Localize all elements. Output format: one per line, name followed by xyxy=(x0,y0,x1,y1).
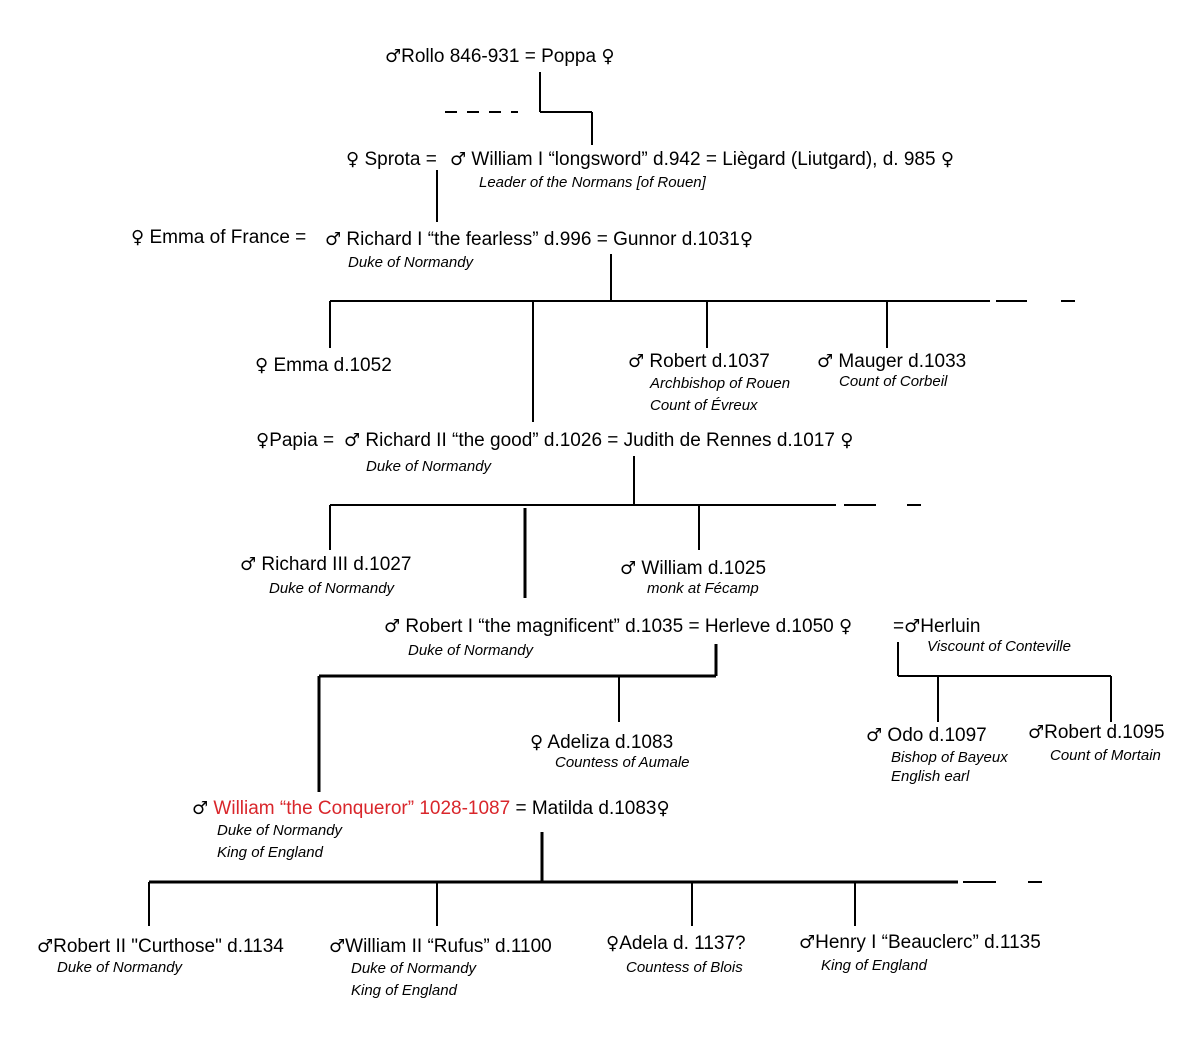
rollo-label: Rollo 846-931 = Poppa xyxy=(401,46,597,67)
robert-title-1: Archbishop of Rouen xyxy=(650,375,791,392)
rufus-title-2: King of England xyxy=(351,982,457,999)
dashed-continuations xyxy=(445,111,1075,883)
conqueror-title-2: King of England xyxy=(217,844,323,861)
female-symbol-icon: ♀ xyxy=(838,616,853,637)
robert-mortain-label: Robert d.1095 xyxy=(1044,722,1165,743)
male-symbol-icon: ♂ xyxy=(384,616,401,637)
node-papia: ♀Papia = xyxy=(256,431,334,450)
rufus-title-1: Duke of Normandy xyxy=(351,960,477,977)
emma-of-france-label: Emma of France = xyxy=(149,227,307,248)
rufus-label: William II “Rufus” d.1100 xyxy=(345,936,552,957)
adeliza-title: Countess of Aumale xyxy=(555,754,690,771)
sprota-label: Sprota = xyxy=(364,149,437,170)
male-symbol-icon: ♂ xyxy=(192,798,209,819)
female-symbol-icon: ♀ xyxy=(940,149,955,170)
node-emma: ♀ Emma d.1052 xyxy=(255,356,392,375)
node-william-monk: ♂ William d.1025 xyxy=(620,559,766,578)
male-symbol-icon: ♂ xyxy=(904,616,921,637)
node-robert1: ♂ Robert I “the magnificent” d.1035 = He… xyxy=(384,617,852,636)
node-mauger: ♂ Mauger d.1033 xyxy=(817,352,966,371)
male-symbol-icon: ♂ xyxy=(866,725,883,746)
william1-title: Leader of the Normans [of Rouen] xyxy=(479,174,706,191)
richard3-label: Richard III d.1027 xyxy=(261,554,412,575)
female-symbol-icon: ♀ xyxy=(656,798,670,819)
robert-title-2: Count of Évreux xyxy=(650,397,758,414)
male-symbol-icon: ♂ xyxy=(450,149,467,170)
female-symbol-icon: ♀ xyxy=(840,430,854,451)
female-symbol-icon: ♀ xyxy=(601,46,615,67)
henry-title: King of England xyxy=(821,957,927,974)
node-odo: ♂ Odo d.1097 xyxy=(866,726,987,745)
node-william1: ♂ William I “longsword” d.942 = Liègard … xyxy=(450,150,954,169)
henry-label: Henry I “Beauclerc” d.1135 xyxy=(815,932,1041,953)
female-symbol-icon: ♀ xyxy=(606,933,620,954)
male-symbol-icon: ♂ xyxy=(385,46,402,67)
male-symbol-icon: ♂ xyxy=(344,430,361,451)
node-robert2: ♂Robert II "Curthose" d.1134 xyxy=(37,937,284,956)
adela-title: Countess of Blois xyxy=(626,959,743,976)
mauger-title: Count of Corbeil xyxy=(839,373,948,390)
node-william-the-conqueror: ♂ William “the Conqueror” 1028-1087 = Ma… xyxy=(192,799,670,818)
male-symbol-icon: ♂ xyxy=(325,229,342,250)
adeliza-label: Adeliza d.1083 xyxy=(547,732,674,753)
direct-line-of-descent xyxy=(149,508,958,884)
robert-label: Robert d.1037 xyxy=(649,351,770,372)
node-adeliza: ♀ Adeliza d.1083 xyxy=(530,733,673,752)
herluin-title: Viscount of Conteville xyxy=(927,638,1071,655)
node-henry1: ♂Henry I “Beauclerc” d.1135 xyxy=(799,933,1041,952)
robert2-label: Robert II "Curthose" d.1134 xyxy=(53,936,284,957)
mauger-label: Mauger d.1033 xyxy=(838,351,967,372)
female-symbol-icon: ♀ xyxy=(256,430,270,451)
node-richard1: ♂ Richard I “the fearless” d.996 = Gunno… xyxy=(325,230,753,249)
william-label: William d.1025 xyxy=(641,558,767,579)
robert1-label: Robert I “the magnificent” d.1035 = Herl… xyxy=(405,616,834,637)
node-robert-mortain: ♂Robert d.1095 xyxy=(1028,723,1165,742)
node-adela: ♀Adela d. 1137? xyxy=(606,934,746,953)
node-robert-archbishop: ♂ Robert d.1037 xyxy=(628,352,770,371)
richard2-title: Duke of Normandy xyxy=(366,458,492,475)
connector-lines xyxy=(148,72,1112,926)
papia-label: Papia = xyxy=(269,430,335,451)
richard3-title: Duke of Normandy xyxy=(269,580,395,597)
richard1-label: Richard I “the fearless” d.996 = Gunnor … xyxy=(346,229,740,250)
odo-title-2: English earl xyxy=(891,768,970,785)
node-william-rufus: ♂William II “Rufus” d.1100 xyxy=(329,937,552,956)
male-symbol-icon: ♂ xyxy=(329,936,346,957)
william-title: monk at Fécamp xyxy=(647,580,759,597)
female-symbol-icon: ♀ xyxy=(255,355,269,376)
node-sprota: ♀ Sprota = xyxy=(346,150,437,169)
richard2-label: Richard II “the good” d.1026 = Judith de… xyxy=(365,430,835,451)
female-symbol-icon: ♀ xyxy=(530,732,544,753)
conqueror-label: William “the Conqueror” 1028-1087 xyxy=(213,798,511,819)
male-symbol-icon: ♂ xyxy=(620,558,637,579)
male-symbol-icon: ♂ xyxy=(628,351,645,372)
node-rollo-poppa: ♂Rollo 846-931 = Poppa ♀ xyxy=(385,47,615,66)
node-herluin: =♂Herluin xyxy=(893,617,980,636)
female-symbol-icon: ♀ xyxy=(346,149,360,170)
node-richard2: ♂ Richard II “the good” d.1026 = Judith … xyxy=(344,431,853,450)
odo-label: Odo d.1097 xyxy=(887,725,987,746)
male-symbol-icon: ♂ xyxy=(1028,722,1045,743)
robert2-title: Duke of Normandy xyxy=(57,959,183,976)
william1-label: William I “longsword” d.942 = Liègard (L… xyxy=(471,149,936,170)
herluin-equals: = xyxy=(893,616,905,637)
male-symbol-icon: ♂ xyxy=(240,554,257,575)
robert-mortain-title: Count of Mortain xyxy=(1050,747,1161,764)
herluin-label: Herluin xyxy=(920,616,981,637)
odo-title-1: Bishop of Bayeux xyxy=(891,749,1008,766)
node-richard3: ♂ Richard III d.1027 xyxy=(240,555,411,574)
male-symbol-icon: ♂ xyxy=(817,351,834,372)
emma-label: Emma d.1052 xyxy=(273,355,392,376)
female-symbol-icon: ♀ xyxy=(739,229,754,250)
node-emma-of-france: ♀ Emma of France = xyxy=(131,228,306,247)
richard1-title: Duke of Normandy xyxy=(348,254,474,271)
matilda-label: = Matilda d.1083 xyxy=(515,798,657,819)
conqueror-title-1: Duke of Normandy xyxy=(217,822,343,839)
adela-label: Adela d. 1137? xyxy=(619,933,746,954)
male-symbol-icon: ♂ xyxy=(37,936,54,957)
male-symbol-icon: ♂ xyxy=(799,932,816,953)
robert1-title: Duke of Normandy xyxy=(408,642,534,659)
female-symbol-icon: ♀ xyxy=(131,227,145,248)
